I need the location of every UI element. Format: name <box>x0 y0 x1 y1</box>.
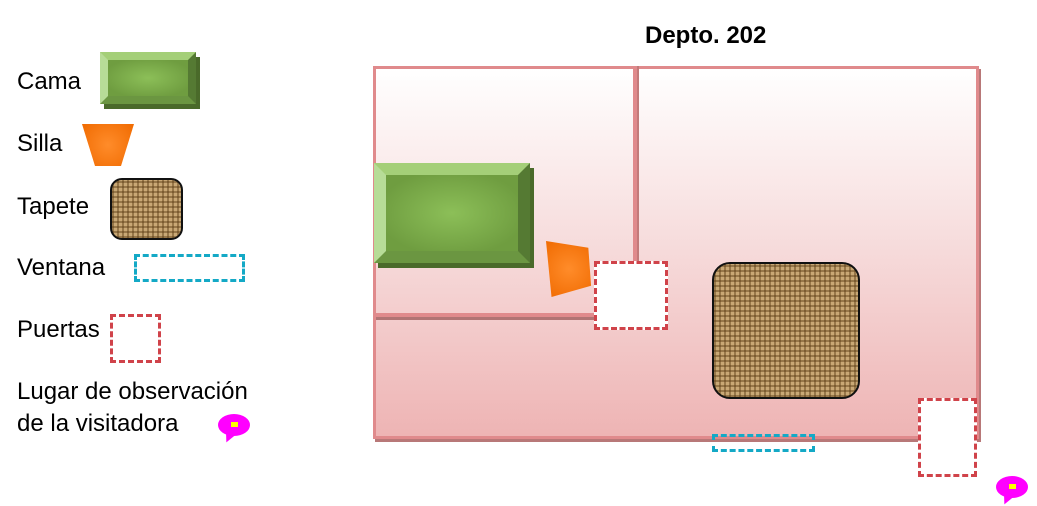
legend-chair-icon <box>82 124 134 166</box>
legend-rug-icon <box>110 178 183 240</box>
legend-observer-label-1: Lugar de observación <box>17 378 248 405</box>
legend-window-label: Ventana <box>17 254 106 281</box>
legend-observer-icon <box>218 414 250 436</box>
observer-location-icon <box>996 476 1028 498</box>
chair <box>546 241 592 297</box>
diagram-title: Depto. 202 <box>645 22 767 49</box>
interior-wall-vertical <box>633 66 637 262</box>
bed <box>374 163 530 263</box>
window <box>712 434 815 452</box>
legend-observer-label-2: de la visitadora <box>17 410 179 437</box>
interior-wall-horizontal <box>376 313 594 317</box>
legend-bed-label: Cama <box>17 68 82 95</box>
legend-chair-label: Silla <box>17 130 63 157</box>
legend-bed-icon <box>100 52 196 104</box>
door-entrance <box>918 398 977 477</box>
door-bedroom <box>594 261 668 330</box>
rug <box>712 262 860 399</box>
legend-door-label: Puertas <box>17 316 100 343</box>
legend-window-icon <box>134 254 245 282</box>
legend-rug-label: Tapete <box>17 193 90 220</box>
legend-door-icon <box>110 314 161 363</box>
